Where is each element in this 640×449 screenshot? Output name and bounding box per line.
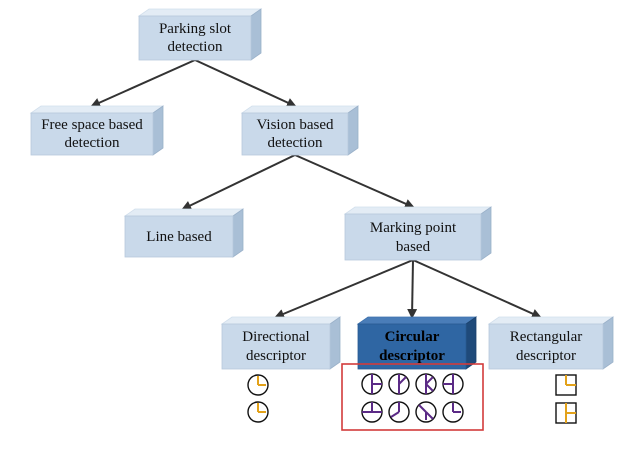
circle-split-icon	[415, 401, 437, 423]
circle-split-icon	[415, 373, 437, 395]
highlight-frame	[341, 363, 484, 431]
node-free-space-based-detection: Free space based detection	[29, 105, 165, 156]
node-label: Circular	[385, 329, 440, 345]
node-label: detection	[168, 39, 223, 55]
edge-arrow-marking-to-directional	[274, 259, 414, 319]
node-label: Vision based	[256, 117, 334, 133]
node-label: detection	[268, 135, 323, 151]
node-vision-based-detection: Vision based detection	[240, 105, 360, 156]
node-label: descriptor	[516, 348, 576, 364]
node-label: Parking slot	[159, 21, 232, 37]
circular-descriptor-icons	[361, 373, 464, 423]
square-corner-icon	[555, 374, 577, 396]
circle-split-icon	[388, 401, 410, 423]
clock-orange-icon	[247, 401, 269, 423]
edge-arrow-parking-to-freespace	[90, 59, 196, 108]
clock-orange-icon	[247, 374, 269, 396]
edge-arrow-parking-to-vision	[194, 59, 297, 108]
node-label: based	[396, 239, 431, 255]
node-label: Marking point	[370, 220, 457, 236]
node-parking-slot-detection: Parking slot detection	[137, 8, 263, 61]
edge-arrow-vision-to-marking	[294, 154, 415, 209]
circle-split-icon	[388, 373, 410, 395]
node-label: detection	[65, 135, 120, 151]
node-label: Directional	[242, 329, 309, 345]
node-label: Free space based	[41, 117, 143, 133]
node-directional-descriptor: Directional descriptor	[220, 316, 342, 370]
node-label: Line based	[146, 229, 212, 245]
rectangular-descriptor-icons	[555, 374, 577, 424]
edge-arrow-vision-to-line	[181, 154, 296, 211]
node-circular-descriptor-highlighted: Circular descriptor	[356, 316, 478, 370]
node-label: Rectangular	[510, 329, 582, 345]
directional-descriptor-icons	[247, 374, 269, 423]
circle-split-icon	[442, 373, 464, 395]
node-label: descriptor	[246, 348, 306, 364]
edge-layer	[90, 59, 542, 319]
node-marking-point-based: Marking point based	[343, 206, 493, 261]
circle-split-icon	[442, 401, 464, 423]
square-tee-icon	[555, 402, 577, 424]
circle-split-icon	[361, 373, 383, 395]
node-rectangular-descriptor: Rectangular descriptor	[487, 316, 615, 370]
node-line-based: Line based	[123, 208, 245, 258]
edge-arrow-marking-to-rectangular	[412, 259, 542, 319]
edge-arrow-marking-to-circular	[407, 259, 418, 319]
circle-split-icon	[361, 401, 383, 423]
node-label: descriptor	[379, 348, 445, 364]
